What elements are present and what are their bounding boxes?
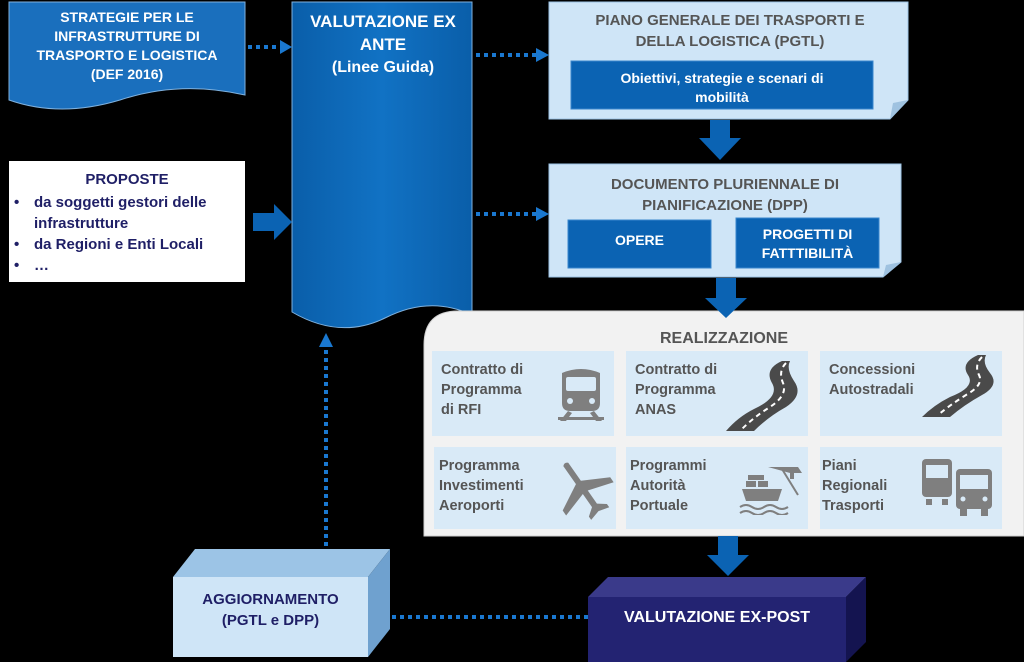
cell-portuale-line-1: Programmi [630, 458, 707, 474]
valutazione-ex-post-label: VALUTAZIONE EX-POST [623, 609, 811, 626]
cell-rfi-line-2: Programma [441, 382, 522, 398]
cell-trasporti-line-2: Regionali [822, 478, 888, 494]
pgtl-title: PIANO GENERALE DEI TRASPORTI E DELLA LOG… [555, 10, 905, 52]
strategie-line-1: STRATEGIE PER LE [60, 9, 194, 25]
proposte-list: •da soggetti gestori delle infrastruttur… [14, 192, 244, 276]
proposte-item-cont: infrastrutture [34, 215, 129, 232]
dotted-arrow-aggiornamento-exante [319, 333, 333, 570]
cell-aeroporti: Programma Investimenti Aeroporti [434, 447, 616, 529]
opere-label: OPERE [614, 232, 664, 248]
cell-rfi-line-1: Contratto di [441, 362, 524, 378]
arrow-down-realizzazione-expost [707, 536, 749, 576]
cell-rfi: Contratto di Programma di RFI [432, 351, 614, 436]
proposte-title: PROPOSTE [85, 171, 169, 188]
cell-concessioni-line-1: Concessioni [829, 362, 916, 378]
arrow-right-proposte [253, 204, 292, 240]
cell-concessioni-line-2: Autostradali [829, 382, 914, 398]
aggiornamento-line-1: AGGIORNAMENTO [202, 591, 339, 608]
cell-anas-line-1: Contratto di [635, 362, 718, 378]
cell-portuale-line-2: Autorità [630, 478, 686, 494]
aggiornamento-line-2: (PGTL e DPP) [221, 612, 320, 629]
dotted-arrow-exante-pgtl [476, 48, 549, 62]
ex-ante-title-2: ANTE [359, 35, 407, 54]
train-icon [558, 369, 604, 421]
valutazione-ex-ante-box [291, 1, 473, 329]
cell-portuale-line-3: Portuale [630, 498, 689, 514]
strategie-box [8, 1, 246, 110]
cell-aeroporti-line-2: Investimenti [439, 478, 524, 494]
progetti-label: PROGETTI DI FATTTIBILITÀ [736, 225, 879, 263]
cell-anas: Contratto di Programma ANAS [626, 351, 808, 436]
pgtl-title-1: PIANO GENERALE DEI TRASPORTI E [595, 12, 865, 29]
proposte-item: •da Regioni e Enti Locali [14, 236, 204, 253]
progetti-line-1: PROGETTI DI [762, 226, 853, 242]
pgtl-title-2: DELLA LOGISTICA (PGTL) [635, 33, 825, 50]
progetti-box [735, 217, 880, 269]
cell-portuale: Programmi Autorità Portuale [626, 447, 808, 529]
strategie-text: STRATEGIE PER LE INFRASTRUTTURE DI TRASP… [12, 8, 242, 84]
cell-concessioni: Concessioni Autostradali [820, 351, 1002, 436]
strategie-line-3: TRASPORTO E LOGISTICA [36, 47, 218, 63]
cell-aeroporti-line-1: Programma [439, 458, 520, 474]
arrow-down-pgtl-dpp [699, 120, 741, 160]
strategie-line-2: INFRASTRUTTURE DI [54, 28, 200, 44]
progetti-line-2: FATTTIBILITÀ [761, 245, 854, 261]
dotted-arrow-expost-aggiornamento [373, 610, 588, 624]
aggiornamento-text: AGGIORNAMENTO (PGTL e DPP) [173, 589, 368, 631]
pgtl-inner-1: Obiettivi, strategie e scenari di [620, 70, 824, 86]
road-icon [726, 361, 798, 431]
proposte-item: •… [14, 257, 49, 274]
cell-anas-line-3: ANAS [635, 402, 677, 418]
proposte-box [9, 161, 245, 282]
bus-icon [922, 459, 992, 516]
ship-port-icon [739, 467, 802, 515]
ex-ante-title-1: VALUTAZIONE EX [310, 12, 456, 31]
proposte-item: •da soggetti gestori delle [14, 194, 207, 211]
cell-trasporti-line-1: Piani [822, 458, 857, 474]
opere-box [567, 219, 712, 269]
cell-trasporti-line-3: Trasporti [822, 498, 885, 514]
valutazione-ex-ante-text: VALUTAZIONE EX ANTE (Linee Guida) [292, 10, 474, 79]
cell-rfi-line-3: di RFI [441, 402, 482, 418]
dpp-title-1: DOCUMENTO PLURIENNALE DI [610, 176, 840, 193]
road-icon [922, 355, 994, 417]
pgtl-inner-text: Obiettivi, strategie e scenari di mobili… [571, 69, 873, 107]
arrow-down-dpp-realizzazione [705, 278, 747, 318]
dpp-title: DOCUMENTO PLURIENNALE DI PIANIFICAZIONE … [549, 174, 901, 216]
airplane-icon [562, 462, 614, 520]
dpp-title-2: PIANIFICAZIONE (DPP) [642, 197, 808, 214]
pgtl-inner-2: mobilità [695, 89, 749, 105]
cell-aeroporti-line-3: Aeroporti [439, 498, 505, 514]
cell-anas-line-2: Programma [635, 382, 716, 398]
pgtl-inner-box [570, 60, 874, 110]
valutazione-ex-post-box [588, 577, 866, 662]
dotted-arrow-strategie-exante [248, 40, 292, 54]
dotted-arrow-exante-dpp [476, 207, 549, 221]
strategie-line-4: (DEF 2016) [90, 66, 164, 82]
ex-ante-subtitle: (Linee Guida) [331, 59, 435, 76]
realizzazione-title: REALIZZAZIONE [660, 330, 788, 347]
aggiornamento-box [173, 549, 390, 657]
cell-trasporti: Piani Regionali Trasporti [820, 447, 1002, 529]
